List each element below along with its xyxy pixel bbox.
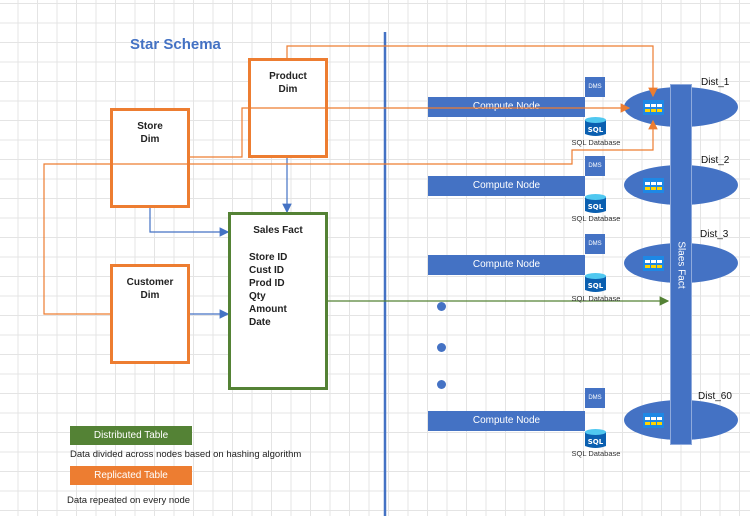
distribution-label: Dist_2 <box>701 155 730 166</box>
sql-database-icon: SQL <box>585 194 606 213</box>
store-dim-table[interactable]: Store Dim <box>110 108 190 208</box>
ellipsis-dot <box>437 380 446 389</box>
dms-box: DMS <box>585 156 605 176</box>
legend-distributed-table: Distributed Table <box>70 426 192 445</box>
distribution-label: Dist_3 <box>700 229 729 240</box>
sql-icon-text: SQL <box>588 203 604 211</box>
table-icon <box>643 100 664 428</box>
sql-database-icon: SQL <box>585 429 606 448</box>
dms-box: DMS <box>585 77 605 97</box>
fact-field: Date <box>249 317 271 328</box>
sql-database-icon: SQL <box>585 273 606 292</box>
ellipsis-dot <box>437 343 446 352</box>
legend-replicated-desc: Data repeated on every node <box>67 495 191 506</box>
fact-field: Amount <box>249 304 287 315</box>
fact-field: Prod ID <box>249 278 285 289</box>
legend-replicated-table: Replicated Table <box>70 466 192 485</box>
sql-database-label: SQL Database <box>571 138 621 147</box>
compute-node[interactable]: Compute Node <box>428 255 585 275</box>
sql-icon-text: SQL <box>588 126 604 134</box>
sql-database-icon: SQL <box>585 117 606 136</box>
compute-node[interactable]: Compute Node <box>428 411 585 431</box>
distributed-fact-label: Slaes Fact <box>675 240 687 289</box>
sql-database-label: SQL Database <box>571 214 621 223</box>
sql-icon-text: SQL <box>588 438 604 446</box>
fact-field: Cust ID <box>249 265 284 276</box>
customer-dim-table[interactable]: Customer Dim <box>110 264 190 364</box>
distributed-fact-bar[interactable]: Slaes Fact <box>670 84 692 445</box>
distribution-label: Dist_1 <box>701 77 730 88</box>
fact-field: Qty <box>249 291 266 302</box>
fact-field: Store ID <box>249 252 288 263</box>
dms-box: DMS <box>585 234 605 254</box>
sql-database-label: SQL Database <box>571 294 621 303</box>
compute-node[interactable]: Compute Node <box>428 97 585 117</box>
dms-box: DMS <box>585 388 605 408</box>
store-to-fact-arrow <box>149 207 230 237</box>
sql-icon-text: SQL <box>588 282 604 290</box>
diagram-title: Star Schema <box>130 36 221 53</box>
sql-database-label: SQL Database <box>571 449 621 458</box>
distribution-label: Dist_60 <box>698 391 732 402</box>
ellipsis-dot <box>437 302 446 311</box>
sales-fact-table[interactable]: Sales Fact Store ID Cust ID Prod ID Qty … <box>228 212 328 390</box>
legend-distributed-desc: Data divided across nodes based on hashi… <box>70 449 302 460</box>
sales-fact-title: Sales Fact <box>253 225 303 236</box>
product-dim-table[interactable]: Product Dim <box>248 58 328 158</box>
compute-node[interactable]: Compute Node <box>428 176 585 196</box>
